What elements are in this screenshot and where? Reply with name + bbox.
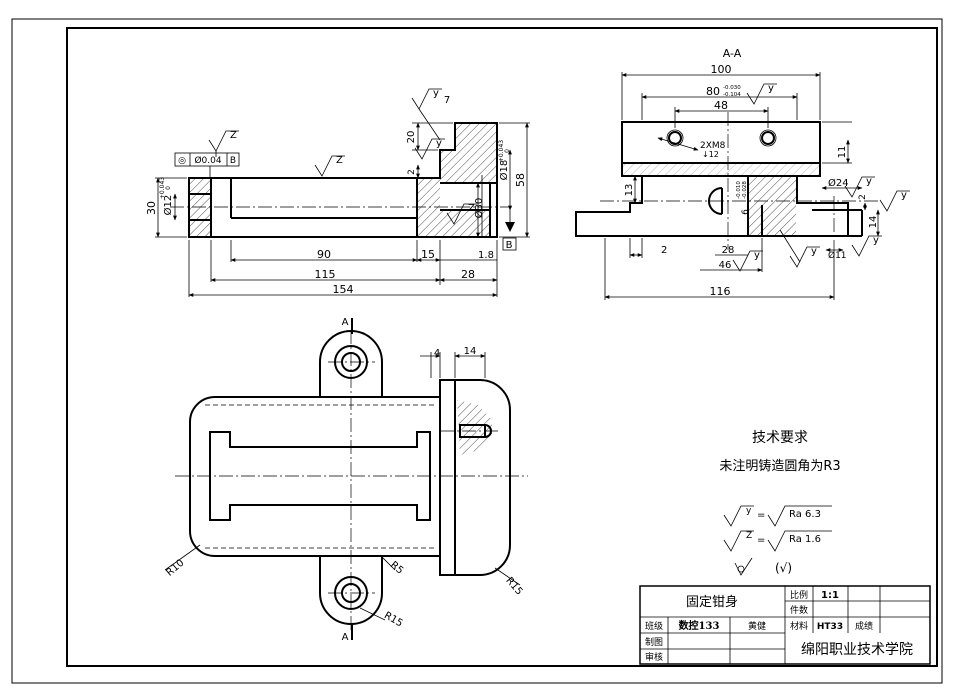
dim-80: 80 [706,85,720,98]
title-block: 固定钳身 比例 1:1 件数 班级 数控133 黄健 材料 HT33 成绩 制图… [639,585,931,665]
grade-label: 成绩 [855,620,873,632]
inner-frame [66,27,938,667]
roughness-z-label: Z [468,203,475,214]
dim-6-tol-upper: -0.010 [736,181,742,199]
dim-30: 30 [145,201,158,215]
dim-d24: Ø24 [828,177,849,189]
eq1-rhs: Ra 6.3 [789,509,821,520]
dim-d12: Ø12 [162,195,174,216]
technical-notes: 技术要求 未注明铸造圆角为R3 y = Ra 6.3 Z = Ra 1.6 (√… [719,430,841,576]
dim-d18-tol-upper: +0.043 [498,140,505,162]
dim-80-tol-lower: -0.104 [723,92,741,98]
gdt-concentricity-icon: ◎ [178,156,186,166]
dim-115: 115 [315,268,336,281]
dim-6: 6 [741,209,751,215]
roughness-y-label: y [433,88,439,99]
dim-d18: Ø18 [498,160,510,181]
front-view: 90 15 1.8 115 28 154 30 Ø12 +0.043 0 Ø30… [145,88,530,297]
dim-90: 90 [317,248,331,261]
roughness-y-label: y [768,83,774,94]
dim-d12-tol-lower: 0 [165,186,172,190]
dim-14-top: 14 [464,346,477,357]
eq2-lhs: Z [746,531,752,541]
qty-label: 件数 [790,604,808,616]
svg-text:=: = [757,535,765,546]
eq2-rhs: Ra 1.6 [789,534,821,545]
dim-r10: R10 [164,558,186,579]
notes-line1: 未注明铸造圆角为R3 [719,458,840,474]
dim-154: 154 [333,283,354,296]
dim-4: 4 [434,348,440,359]
dim-20: 20 [406,131,417,144]
svg-text:=: = [757,510,765,521]
dim-2: 2 [407,169,417,175]
dim-d11: Ø11 [828,250,847,261]
thread-callout: 2XM8 [700,141,726,151]
notes-title: 技术要求 [752,430,808,446]
roughness-y-label: y [754,250,760,261]
gdt-datum: B [230,156,236,166]
thread-depth: ↓12 [702,150,719,159]
dim-58: 58 [514,173,527,187]
top-view: A A [164,317,528,643]
eq1-lhs: y [746,506,752,516]
part-name: 固定钳身 [686,594,738,610]
dim-80-tol-upper: -0.030 [723,85,741,91]
roughness-y-label: y [866,176,872,187]
gdt-value: Ø0.04 [194,155,221,166]
dim-11: 11 [837,146,848,159]
dim-d18-tol-lower: 0 [504,149,511,153]
dim-48: 48 [714,99,728,112]
section-view: A-A [575,47,910,300]
roughness-y-label: y [873,235,879,246]
datum-b-label: B [506,240,513,251]
roughness-z-label: Z [336,155,343,166]
class-value: 数控133 [679,619,720,632]
dim-116: 116 [710,285,731,298]
drawn-label: 制图 [645,636,663,648]
scale-label: 比例 [790,589,808,601]
dim-2-left: 2 [661,245,667,256]
dim-r15-ear: R15 [382,610,405,629]
outer-border [11,18,943,684]
section-label: A-A [723,47,742,60]
dim-100: 100 [711,63,732,76]
scale-value: 1:1 [821,590,839,601]
dim-14: 14 [868,216,879,229]
dim-13: 13 [624,184,635,197]
dim-r15-jaw: R15 [503,575,524,597]
section-mark-bottom: A [342,632,349,643]
section-mark-top: A [342,317,349,328]
roughness-y-label: y [436,138,442,149]
dim-28: 28 [461,268,475,281]
roughness-y-label: y [901,190,907,201]
class-label: 班级 [645,620,663,632]
dim-r5: R5 [388,560,405,577]
school-name: 绵阳职业技术学院 [801,641,913,658]
notes-rest: (√) [775,561,792,575]
dim-d12-tol-upper: +0.043 [159,177,166,199]
dim-1-8: 1.8 [478,250,494,261]
roughness-y-label: y [811,246,817,257]
dim-15: 15 [421,248,435,261]
checked-label: 审核 [645,651,663,663]
dim-28-section: 28 [722,245,735,256]
drafter-name: 黄健 [748,620,766,632]
dim-d30: Ø30 [473,198,485,219]
dim-46: 46 [719,260,732,271]
dim-2-right: 2 [858,194,868,200]
material-label: 材料 [790,620,808,632]
dim-7: 7 [444,95,450,106]
dim-6-tol-lower: -0.028 [742,181,748,199]
roughness-z-label: Z [230,130,237,141]
material-value: HT33 [817,622,843,632]
